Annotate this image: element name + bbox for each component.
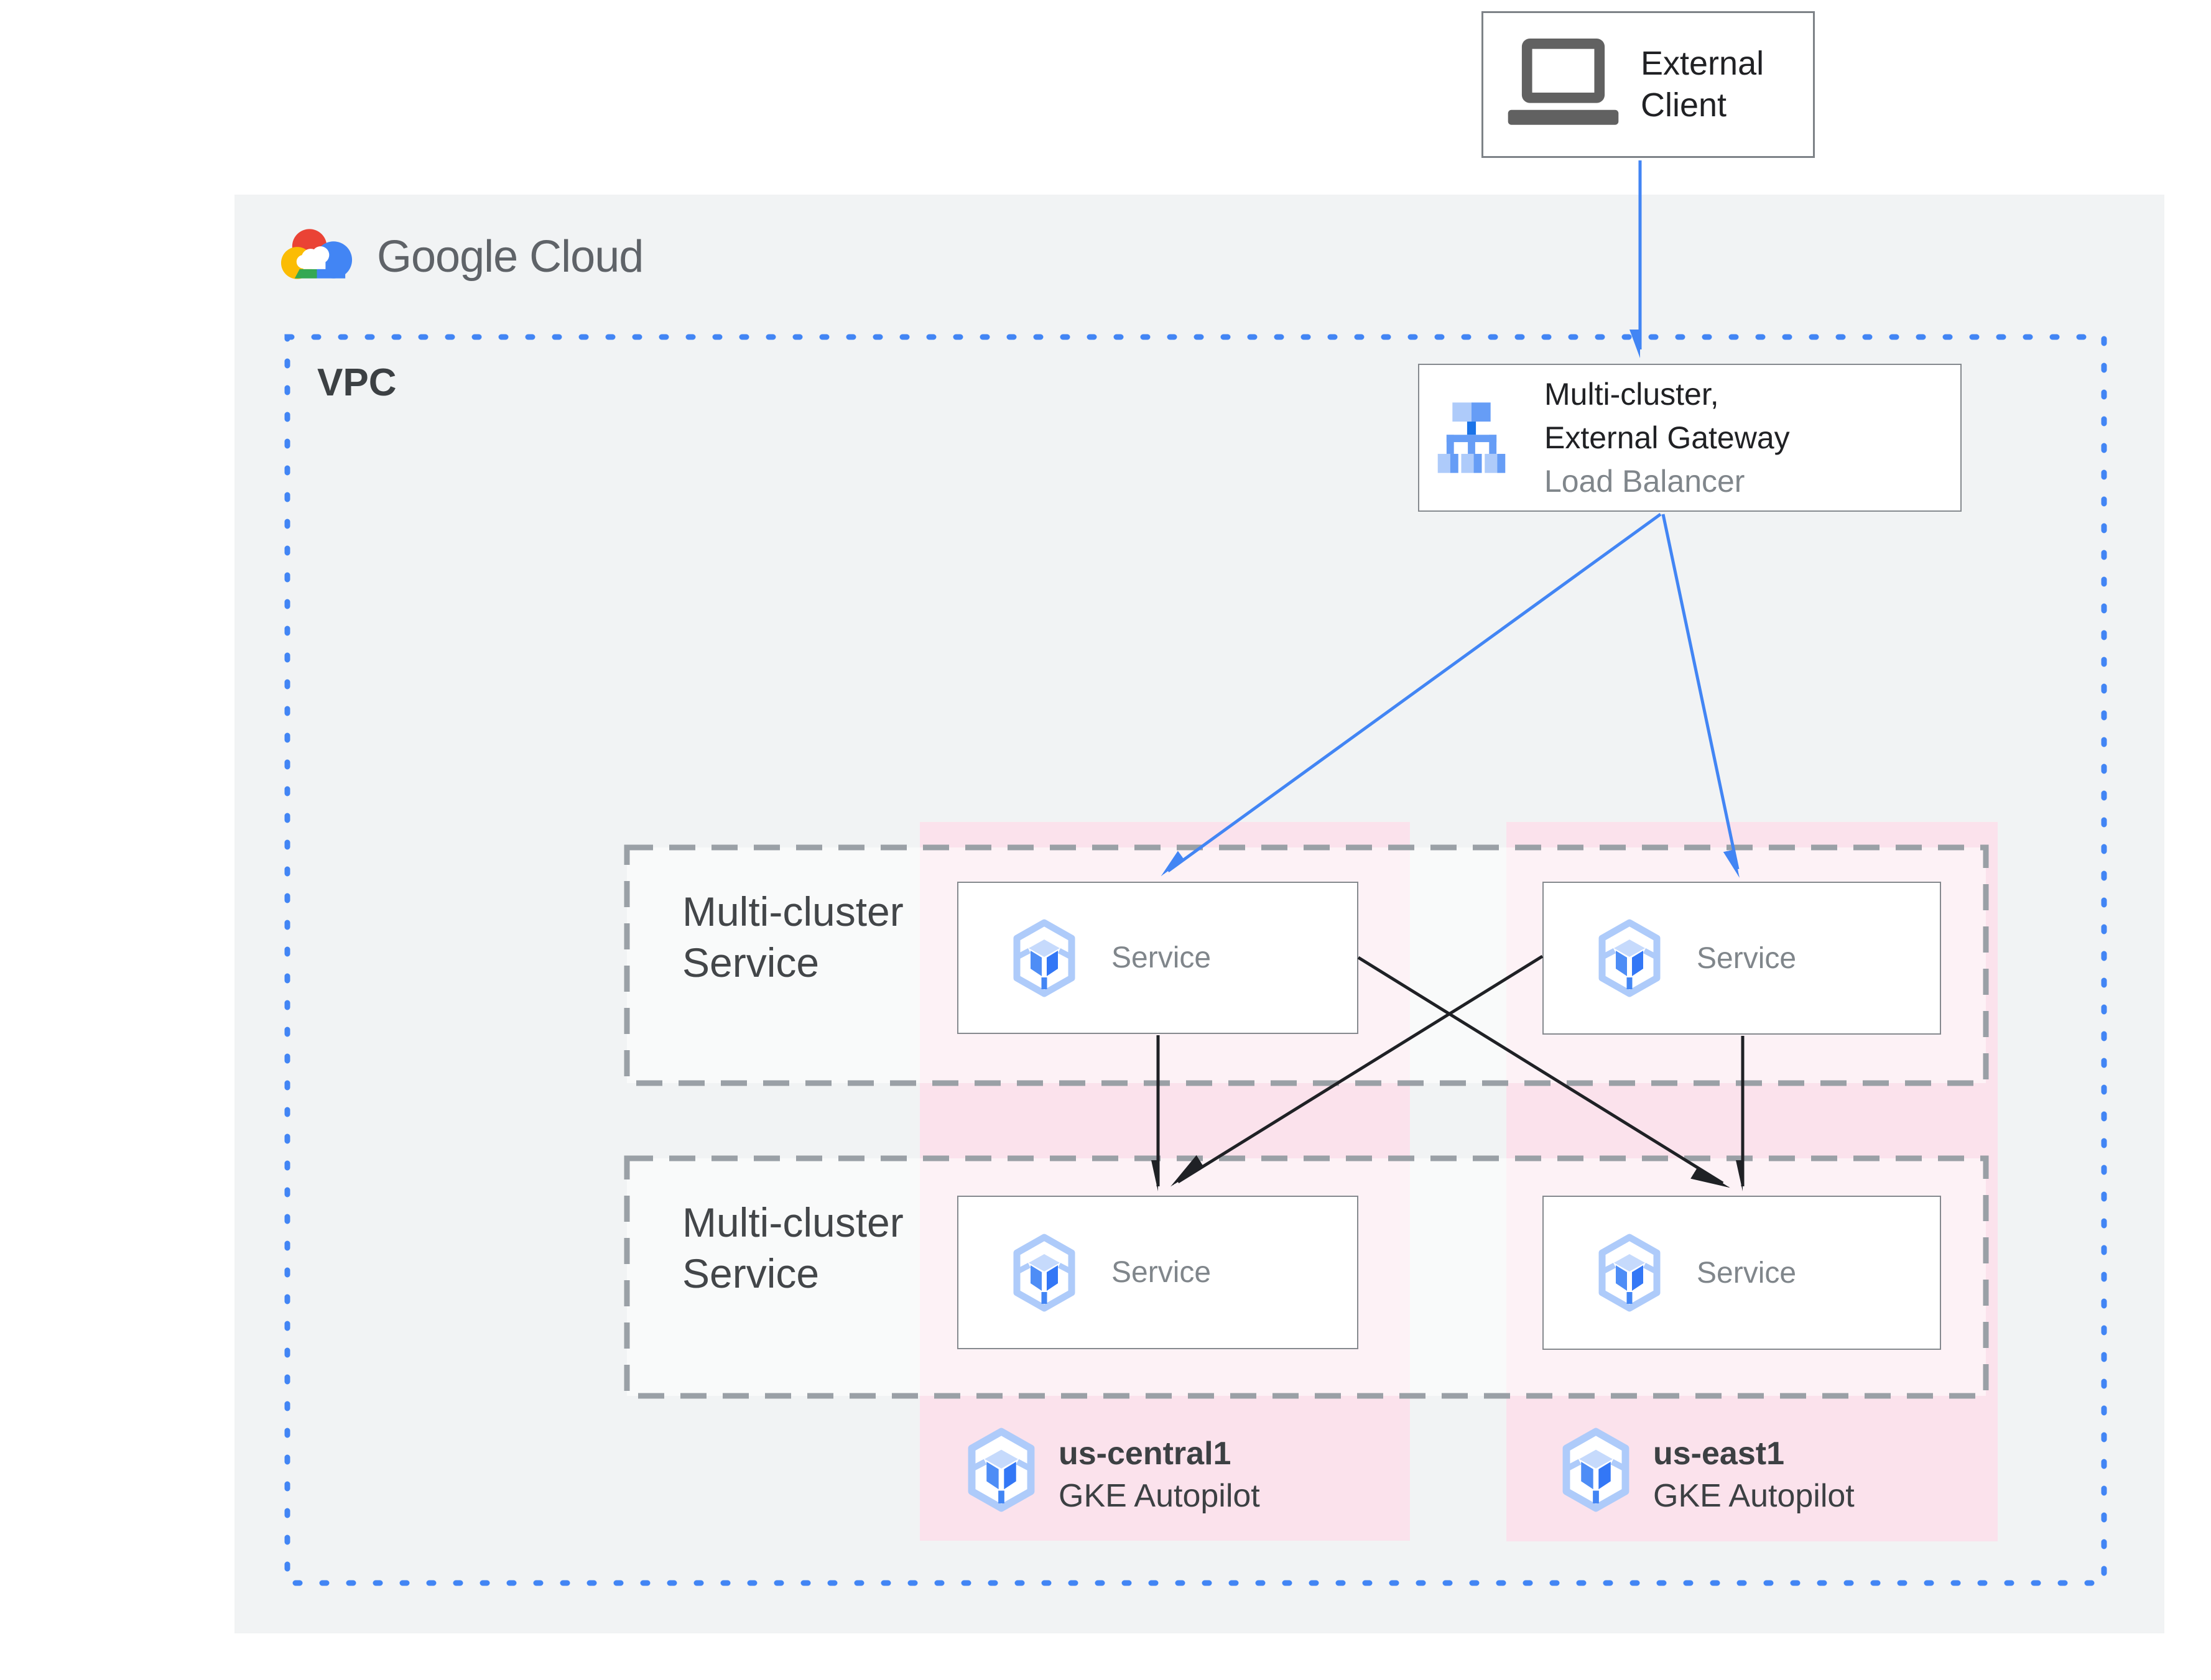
service-card-central-row2: Service: [957, 1196, 1358, 1349]
region-label-us-central1: us-central1 GKE Autopilot: [968, 1428, 1260, 1517]
laptop-icon: [1508, 39, 1619, 125]
load-balancer-icon: [1437, 402, 1506, 473]
service-card-central-row1: Service: [957, 882, 1358, 1034]
service-card-east-row2: Service: [1542, 1196, 1941, 1350]
mcs-label-2: Multi-cluster Service: [682, 1199, 904, 1296]
region-platform: GKE Autopilot: [1653, 1478, 1855, 1514]
service-card-east-row1: Service: [1542, 882, 1941, 1035]
external-client-label: External Client: [1641, 45, 1764, 124]
gke-service-icon: [1598, 919, 1661, 997]
external-client-card: External Client: [1481, 11, 1815, 158]
region-platform: GKE Autopilot: [1059, 1478, 1260, 1514]
region-label-us-east1: us-east1 GKE Autopilot: [1562, 1428, 1855, 1517]
mcs-label-1: Multi-cluster Service: [682, 888, 904, 985]
gke-cluster-icon: [968, 1428, 1035, 1512]
load-balancer-card: Multi-cluster, External Gateway Load Bal…: [1418, 364, 1962, 512]
google-cloud-logo-icon: [280, 229, 353, 279]
load-balancer-label: Multi-cluster, External Gateway Load Bal…: [1544, 377, 1790, 499]
vpc-label: VPC: [317, 361, 397, 404]
region-name: us-central1: [1059, 1436, 1231, 1472]
gke-cluster-icon: [1562, 1428, 1629, 1512]
google-cloud-logo: Google Cloud: [279, 225, 644, 288]
gke-service-icon: [1013, 919, 1075, 997]
gke-service-icon: [1013, 1234, 1075, 1312]
region-name: us-east1: [1653, 1436, 1784, 1472]
google-cloud-logo-text: Google Cloud: [377, 232, 644, 282]
gke-service-icon: [1598, 1234, 1661, 1312]
